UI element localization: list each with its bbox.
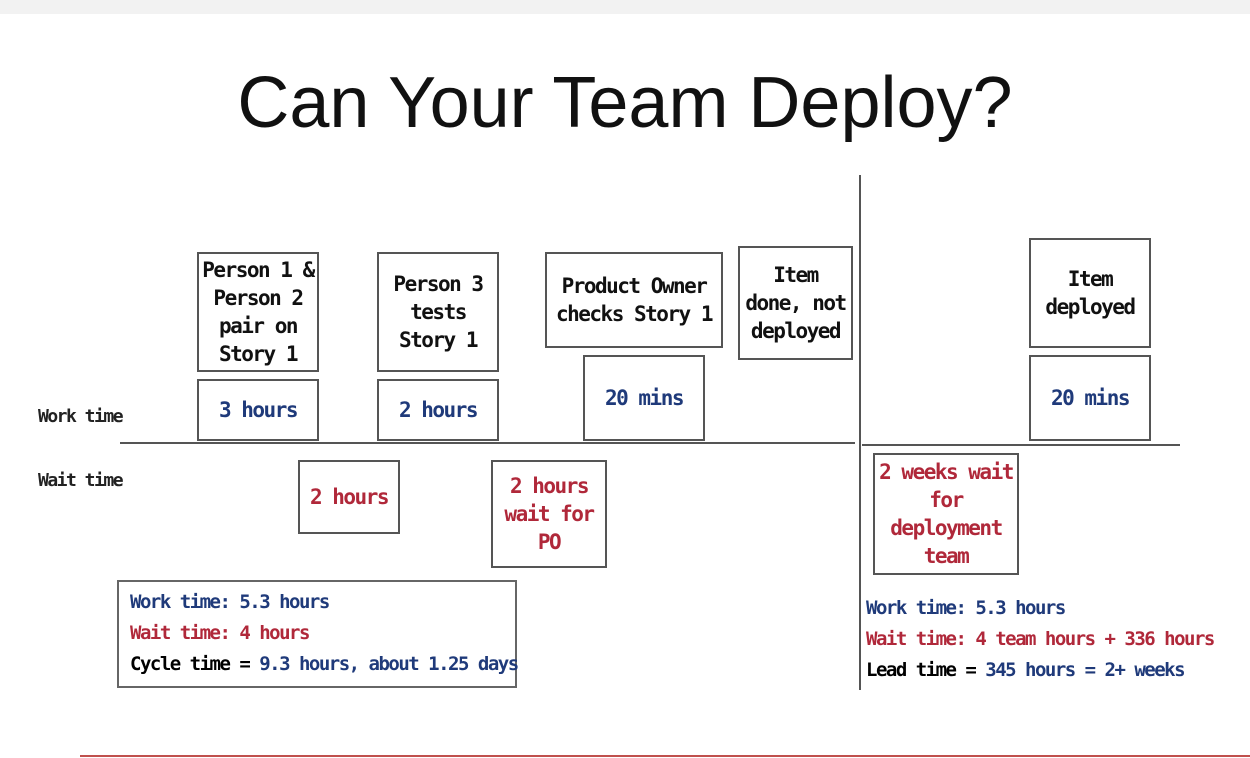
step-pair: Person 1 & Person 2 pair on Story 1 — [197, 252, 319, 372]
bottom-accent-line — [80, 755, 1250, 757]
step-pair-time: 3 hours — [197, 379, 319, 441]
slide-title: Can Your Team Deploy? — [237, 63, 1013, 143]
wait-1: 2 hours — [298, 460, 400, 534]
lead-label: Lead time = — [866, 659, 986, 681]
wait-time-label: Wait time — [38, 470, 124, 491]
cycle-value: 9.3 hours, about 1.25 days — [259, 653, 519, 675]
step-po: Product Owner checks Story 1 — [545, 252, 723, 348]
summary-left-box — [117, 580, 517, 688]
step-deployed-time: 20 mins — [1029, 355, 1151, 441]
top-bar — [0, 0, 1250, 14]
cycle-label: Cycle time = — [130, 653, 260, 675]
step-test-time: 2 hours — [377, 379, 499, 441]
wait-po: 2 hours wait for PO — [491, 460, 607, 568]
wait-deployment: 2 weeks wait for deployment team — [873, 453, 1019, 575]
step-po-time: 20 mins — [583, 355, 705, 441]
work-time-label: Work time — [38, 406, 124, 427]
timeline-left — [120, 442, 855, 444]
summary-left: Work time: 5.3 hours Wait time: 4 hours … — [130, 587, 519, 680]
summary-left-wait: Wait time: 4 hours — [130, 622, 310, 644]
summary-right: Work time: 5.3 hours Wait time: 4 team h… — [866, 593, 1215, 686]
summary-left-cycle: Cycle time = 9.3 hours, about 1.25 days — [130, 649, 519, 680]
step-done: Item done, not deployed — [738, 246, 853, 360]
divider-vertical — [859, 175, 861, 690]
timeline-right — [862, 444, 1180, 446]
summary-left-work: Work time: 5.3 hours — [130, 591, 330, 613]
lead-value: 345 hours = 2+ weeks — [985, 659, 1185, 681]
summary-right-wait: Wait time: 4 team hours + 336 hours — [866, 628, 1215, 650]
summary-right-lead: Lead time = 345 hours = 2+ weeks — [866, 655, 1214, 686]
summary-right-work: Work time: 5.3 hours — [866, 597, 1066, 619]
step-test: Person 3 tests Story 1 — [377, 252, 499, 372]
step-deployed: Item deployed — [1029, 238, 1151, 348]
